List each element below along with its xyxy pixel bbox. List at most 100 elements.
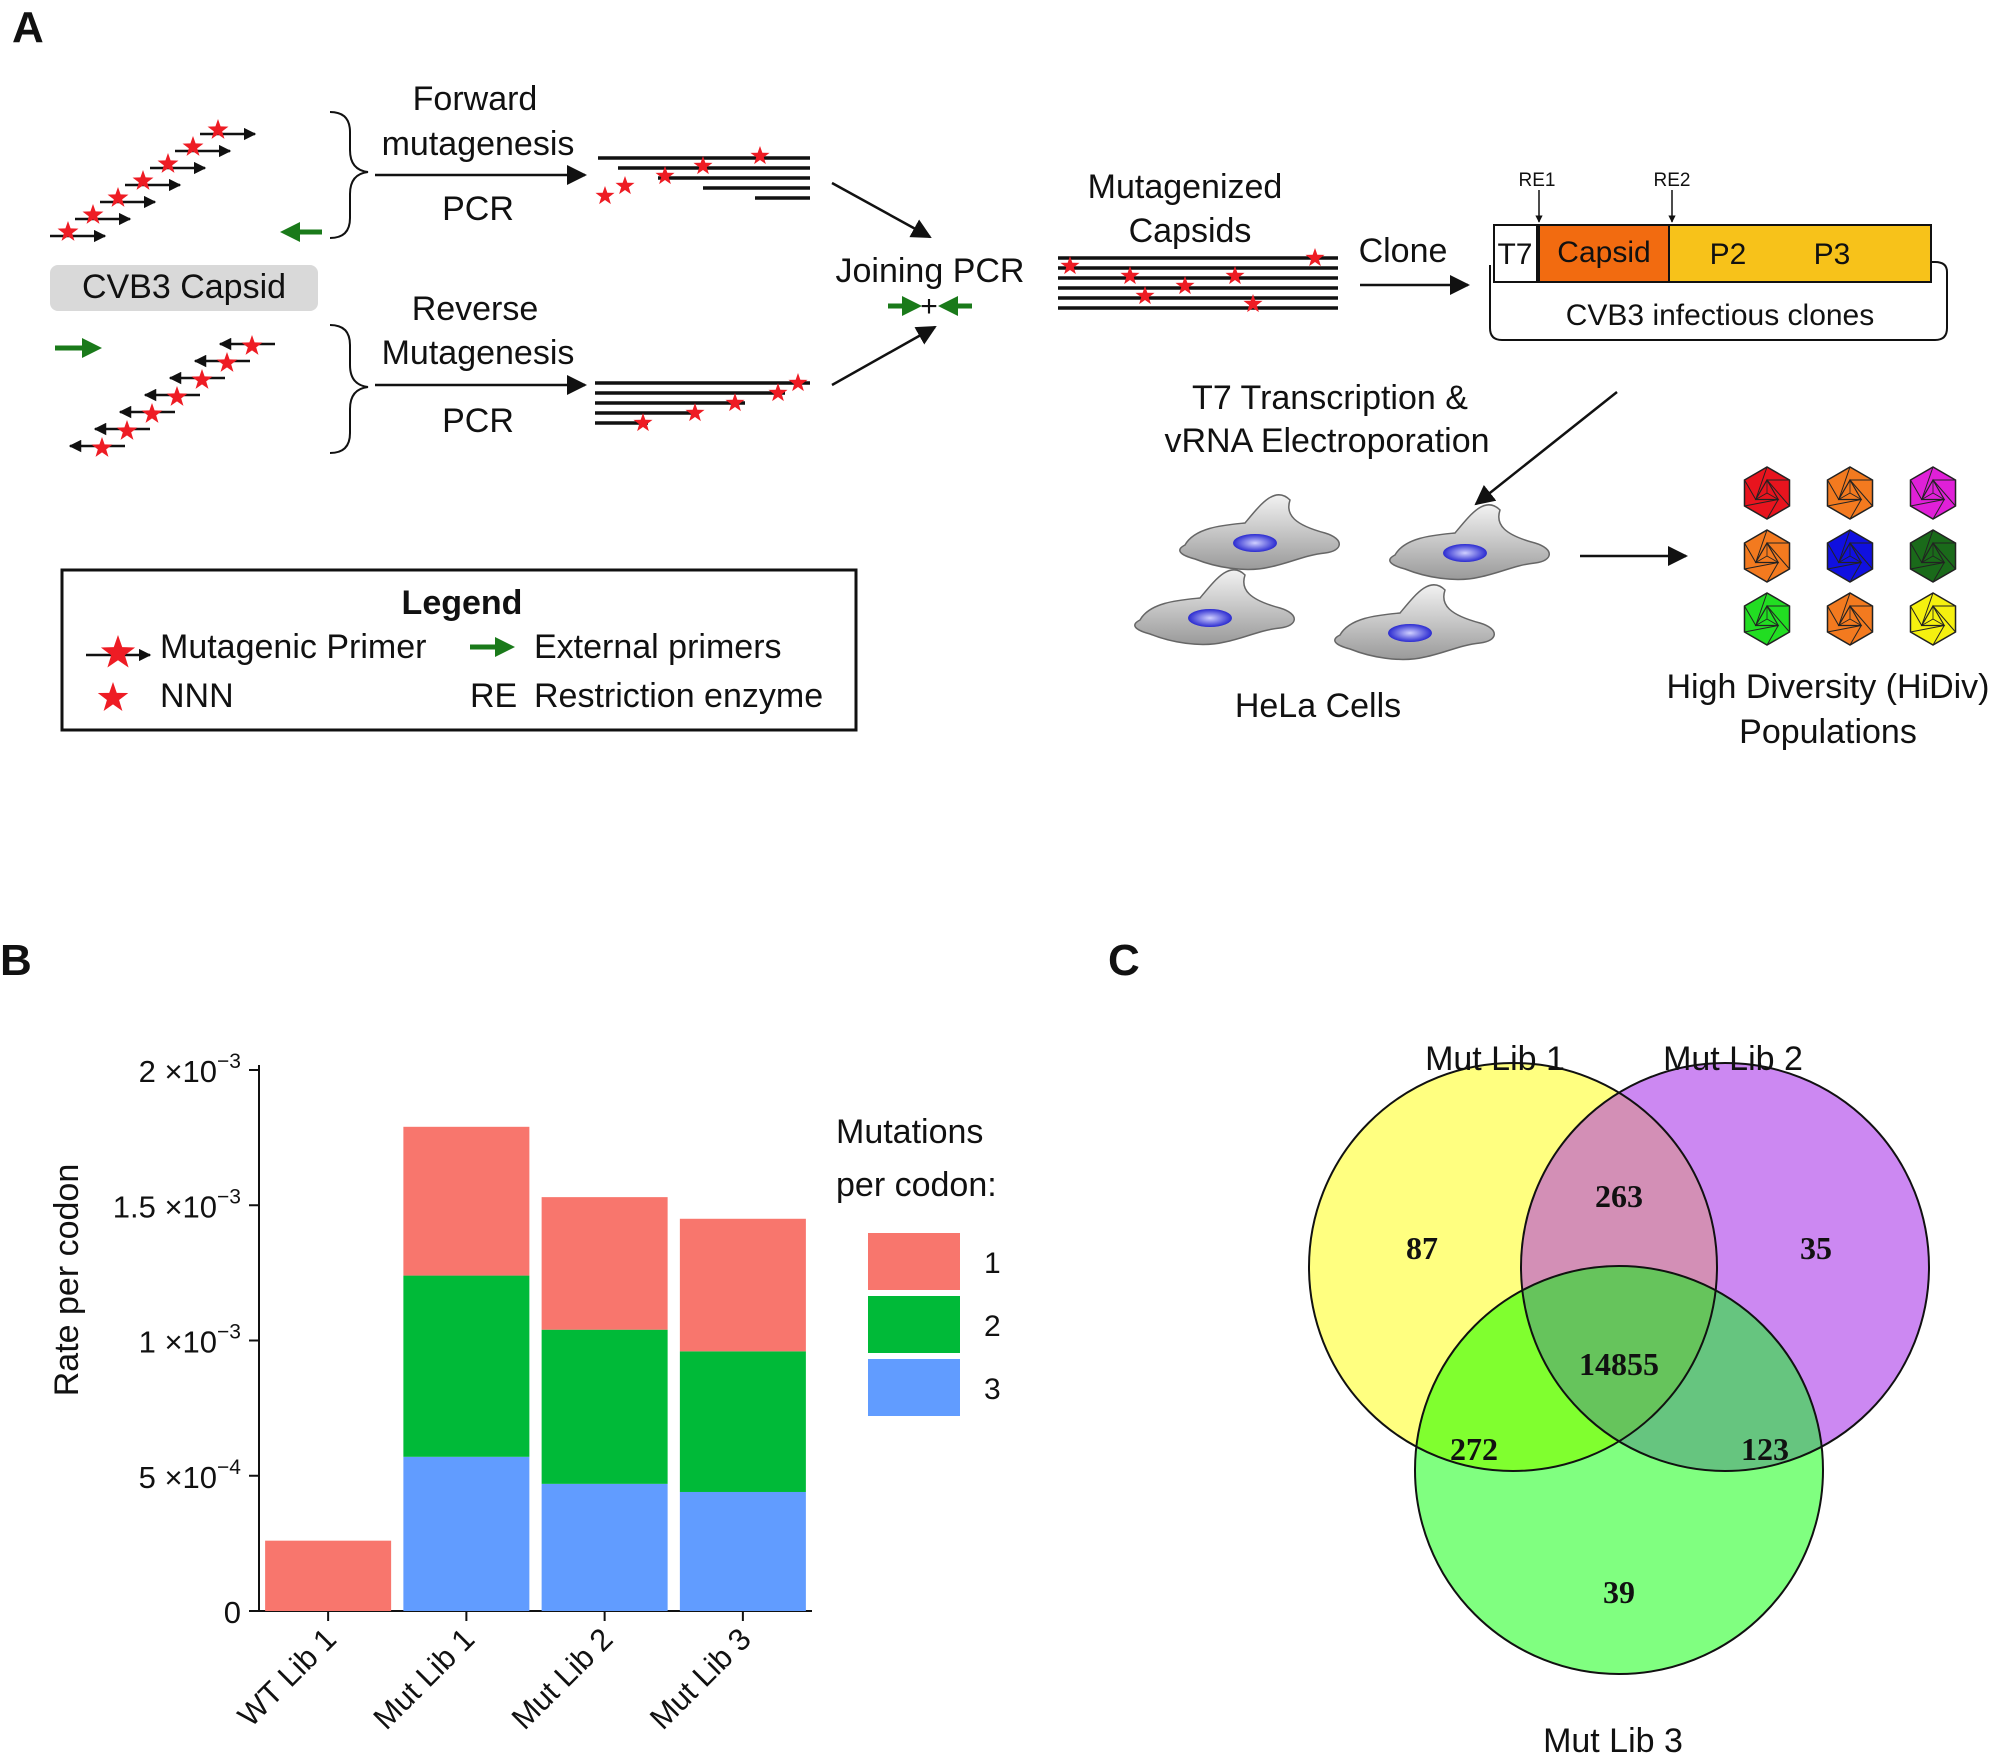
- venn-set-1-label: Mut Lib 1: [1425, 1040, 1565, 1078]
- y-tick-label: 0: [224, 1595, 241, 1630]
- nnn-star: [141, 403, 163, 423]
- nnn-star: [107, 187, 129, 207]
- nnn-star: [82, 204, 104, 224]
- construct-t7-box: [1493, 224, 1538, 283]
- virion-icon: [1909, 592, 1957, 646]
- nnn-star: [57, 221, 79, 241]
- bar-segment: [541, 1483, 668, 1611]
- nnn-star: [166, 386, 188, 406]
- forward-pcr-label: PCR: [442, 190, 514, 228]
- venn-set-3-label: Mut Lib 3: [1543, 1722, 1683, 1758]
- x-tick-label: WT Lib 1: [231, 1621, 343, 1733]
- venn-count-only1: 87: [1406, 1230, 1438, 1266]
- panel-a-letter: A: [12, 3, 44, 52]
- construct-capsid-label: Capsid: [1557, 236, 1650, 269]
- bar-segment: [403, 1126, 530, 1276]
- capsid-label-box: [50, 265, 318, 311]
- nucleus: [1233, 534, 1277, 552]
- y-tick-label: 1.5 ×10−3: [113, 1185, 241, 1224]
- mutagenized-capsid-stack: [1058, 248, 1338, 313]
- chart-legend-title-line1: Mutations: [836, 1113, 983, 1151]
- nnn-star: [132, 170, 154, 190]
- panel-c-letter: C: [1108, 936, 1140, 985]
- construct-re2-label: RE2: [1654, 170, 1691, 191]
- hela-cell: [1179, 494, 1340, 571]
- bar-segment: [679, 1491, 806, 1611]
- virion-icon: [1743, 592, 1791, 646]
- venn-count-only3: 39: [1603, 1574, 1635, 1610]
- venn-count-12: 263: [1595, 1178, 1643, 1214]
- legend-entry-label: 1: [984, 1247, 1001, 1280]
- bar-segment: [541, 1329, 668, 1484]
- chart-ylabel: Rate per codon: [48, 1164, 86, 1397]
- virion-icon: [1909, 466, 1957, 520]
- construct-p3-label: P3: [1814, 238, 1851, 271]
- legend-swatch: [868, 1296, 960, 1353]
- virion-icon: [1743, 466, 1791, 520]
- nnn-star: [788, 373, 808, 392]
- hela-cell: [1389, 504, 1550, 581]
- reverse-pcr-label: PCR: [442, 402, 514, 440]
- nnn-star: [750, 146, 770, 165]
- bar-segment: [679, 1351, 806, 1492]
- forward-label-line1: Forward: [413, 80, 538, 118]
- nnn-star: [191, 369, 213, 389]
- nnn-star: [633, 413, 653, 432]
- nnn-star: [768, 383, 788, 402]
- arrow-to-joining-top: [831, 181, 932, 239]
- y-tick-label: 5 ×10−4: [139, 1456, 242, 1495]
- construct-t7-label: T7: [1497, 238, 1532, 271]
- virion-icon: [1826, 466, 1874, 520]
- nnn-star: [216, 352, 238, 372]
- venn-count-only2: 35: [1800, 1230, 1832, 1266]
- forward-products: [595, 146, 810, 205]
- venn-count-23: 123: [1741, 1431, 1789, 1467]
- transcription-line2: vRNA Electroporation: [1164, 422, 1489, 460]
- nnn-star: [157, 153, 179, 173]
- legend-swatch: [868, 1359, 960, 1416]
- nnn-star: [615, 176, 635, 195]
- nnn-star: [595, 186, 615, 205]
- legend-re-abbr: RE: [470, 677, 517, 715]
- reverse-brace: [329, 324, 369, 454]
- forward-label-line2: mutagenesis: [382, 125, 575, 163]
- populations-line1: High Diversity (HiDiv): [1666, 668, 1989, 706]
- venn-outline-3: [1414, 1265, 1824, 1675]
- virion-icon: [1826, 592, 1874, 646]
- venn-diagram: [1308, 1062, 1930, 1675]
- x-tick-label: Mut Lib 3: [643, 1621, 758, 1736]
- reverse-label-line1: Reverse: [412, 290, 539, 328]
- hela-cell: [1134, 569, 1295, 646]
- nnn-star: [207, 119, 229, 139]
- venn-count-13: 272: [1450, 1431, 1498, 1467]
- virion-grid: [1743, 466, 1957, 646]
- nucleus: [1388, 624, 1432, 642]
- nucleus: [1188, 609, 1232, 627]
- nnn-star: [116, 420, 138, 440]
- legend-mutagenic-primer-label: Mutagenic Primer: [160, 628, 426, 666]
- mutagenized-label-line1: Mutagenized: [1088, 168, 1283, 206]
- hela-cells-label: HeLa Cells: [1235, 687, 1401, 725]
- virion-icon: [1743, 529, 1791, 583]
- y-tick-label: 1 ×10−3: [139, 1321, 241, 1360]
- arrow-to-joining-bottom: [831, 325, 937, 387]
- construct-caption: CVB3 infectious clones: [1566, 299, 1875, 332]
- legend-external-primers-label: External primers: [534, 628, 782, 666]
- x-tick-label: Mut Lib 1: [366, 1621, 481, 1736]
- bar-segment: [541, 1197, 668, 1330]
- transcription-arrow: [1474, 391, 1618, 506]
- transcription-line1: T7 Transcription &: [1192, 379, 1468, 417]
- legend-nnn-label: NNN: [160, 677, 234, 715]
- joining-pcr-label: Joining PCR: [836, 252, 1025, 290]
- nnn-star: [1305, 248, 1325, 267]
- legend-title: Legend: [402, 584, 523, 622]
- bar-segment: [265, 1540, 392, 1611]
- virion-icon: [1826, 529, 1874, 583]
- nnn-star: [91, 437, 113, 457]
- virion-icon: [1909, 529, 1957, 583]
- joining-plus: +: [920, 290, 938, 323]
- legend-box: [60, 568, 858, 732]
- bar-segment: [403, 1275, 530, 1457]
- populations-line2: Populations: [1739, 713, 1917, 751]
